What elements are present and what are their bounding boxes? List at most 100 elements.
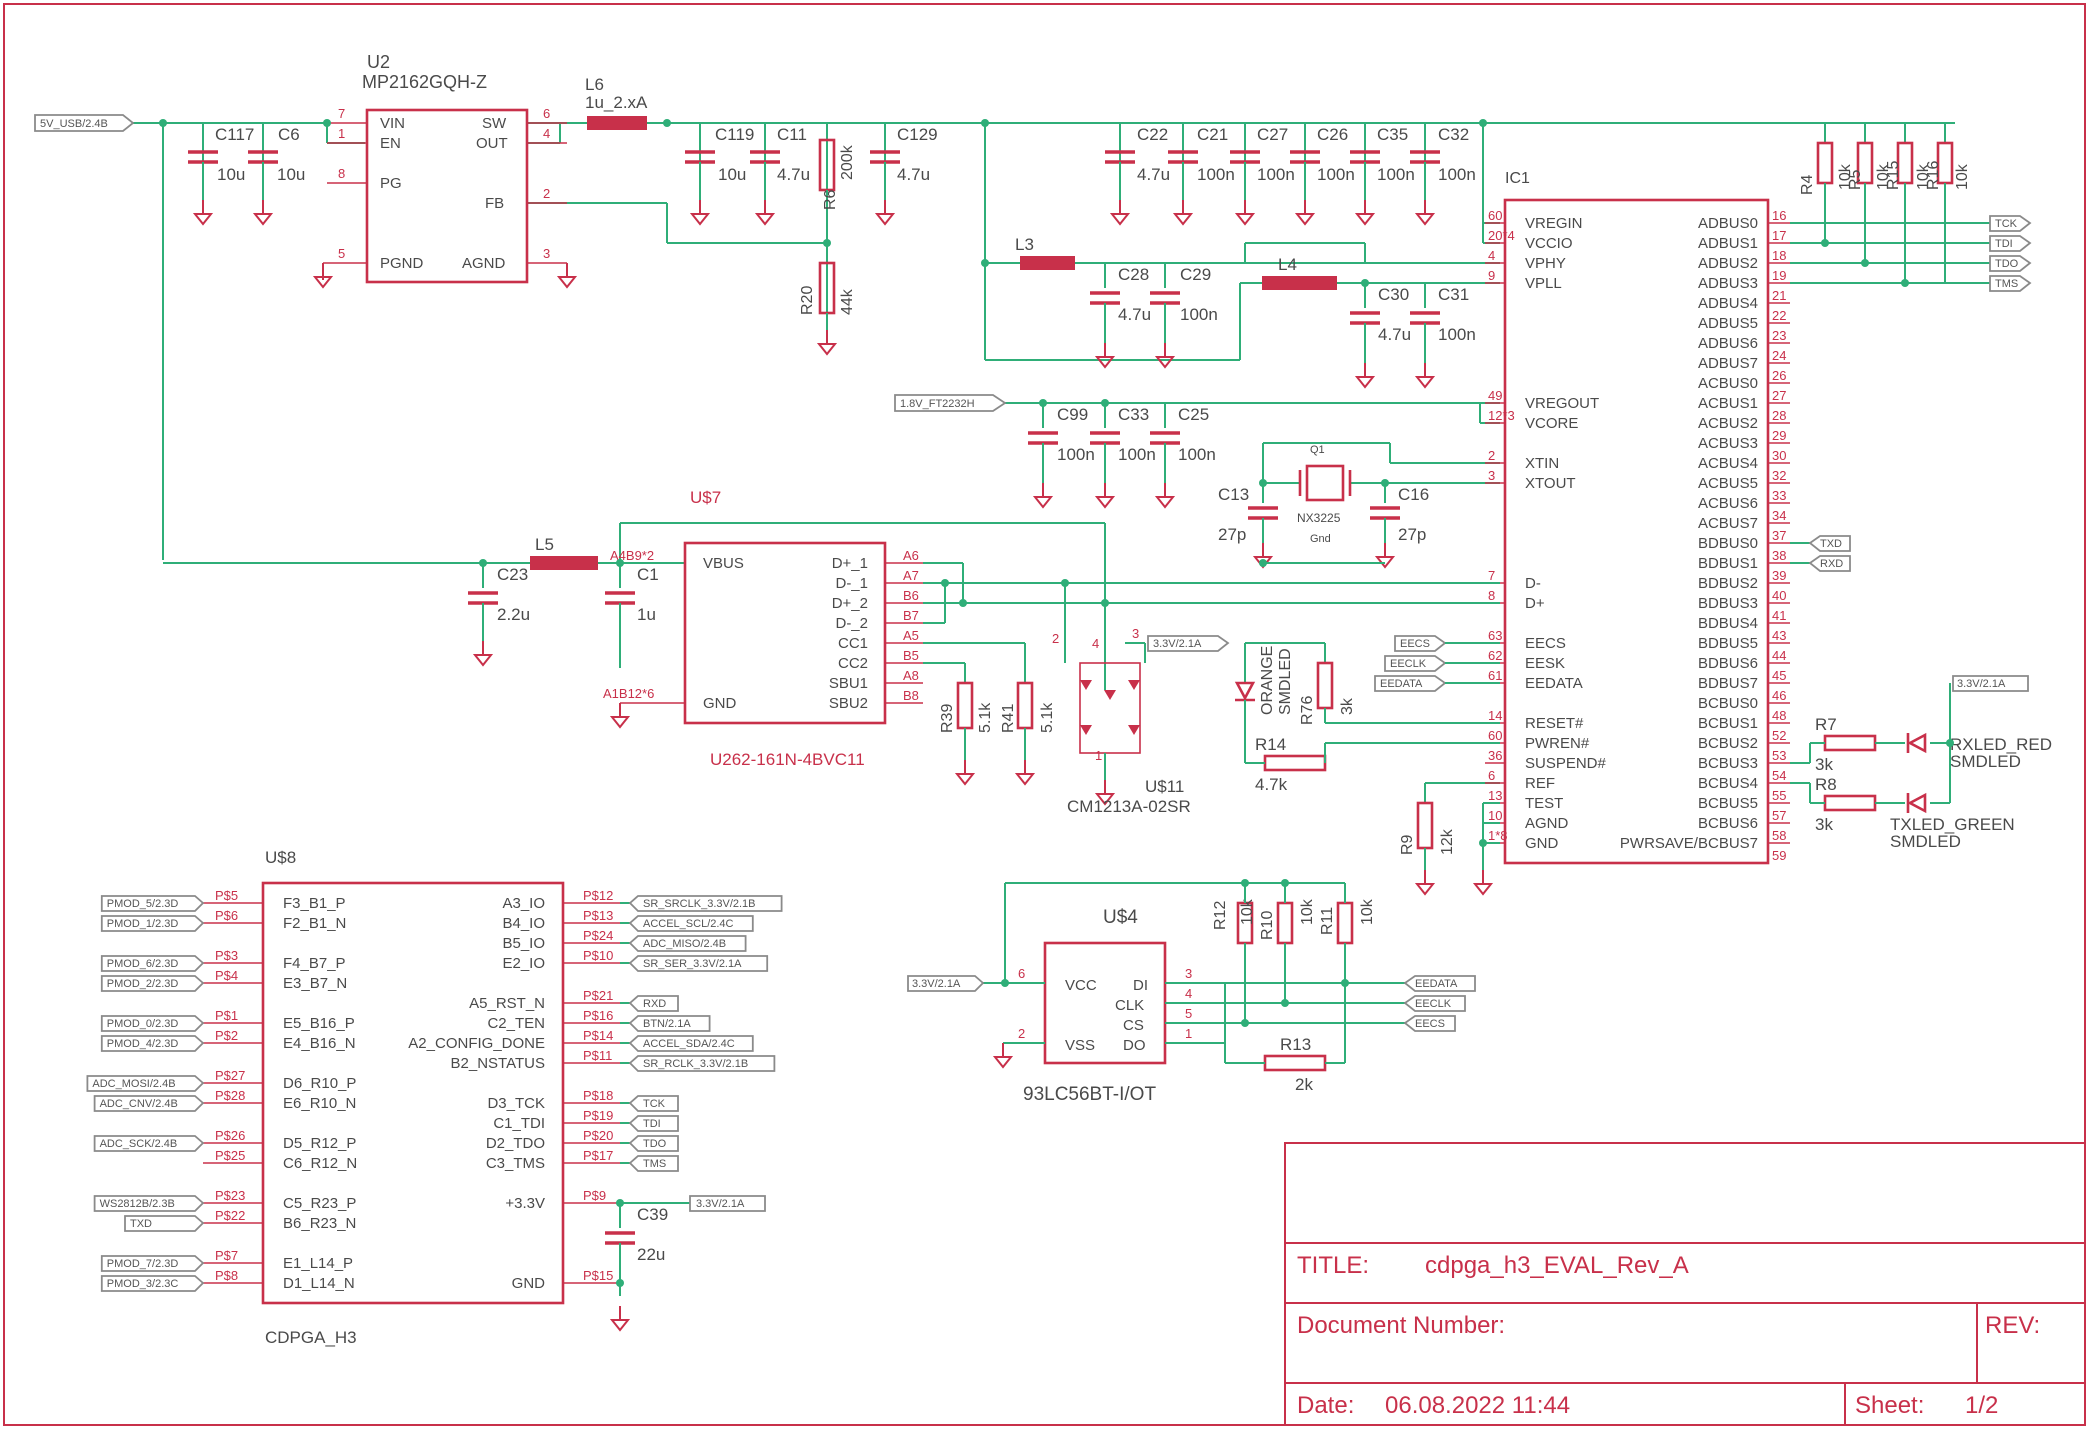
- ic1-bus-label: ACBUS0: [1698, 375, 1758, 392]
- svg-text:3: 3: [1132, 626, 1139, 641]
- svg-text:2.2u: 2.2u: [497, 605, 530, 624]
- u8-left-num: P$1: [215, 1008, 238, 1023]
- rev-label: REV:: [1985, 1312, 2040, 1339]
- ic1-bus-number: 38: [1772, 548, 1786, 563]
- svg-text:TDO: TDO: [1995, 258, 2019, 270]
- ic1-bus-number: 37: [1772, 528, 1786, 543]
- ic1-pin-label: VCCIO: [1525, 235, 1573, 252]
- u8-left-num: P$27: [215, 1068, 245, 1083]
- net-flag-label: TDO: [643, 1138, 667, 1150]
- svg-text:RXLED_RED: RXLED_RED: [1950, 735, 2052, 754]
- u8-right-num: P$13: [583, 908, 613, 923]
- net-flag-label: ADC_SCK/2.4B: [100, 1138, 178, 1150]
- svg-text:4: 4: [1092, 636, 1099, 651]
- svg-text:SMDLED: SMDLED: [1890, 832, 1961, 851]
- ic1-bus-label: BDBUS7: [1698, 675, 1758, 692]
- u8-right-pin: C3_TMS: [486, 1155, 545, 1172]
- ic1-bus-number: 18: [1772, 248, 1786, 263]
- svg-text:L5: L5: [535, 535, 554, 554]
- ic1-pin-number: 6: [1488, 768, 1495, 783]
- ic1-bus-number: 46: [1772, 688, 1786, 703]
- ic1-pin-label: D+: [1525, 595, 1545, 612]
- net-flag-label: PMOD_0/2.3D: [107, 1018, 179, 1030]
- u8-right-num: P$24: [583, 928, 613, 943]
- ic1-bus-label: BDBUS0: [1698, 535, 1758, 552]
- u8-right-num: P$19: [583, 1108, 613, 1123]
- svg-text:10u: 10u: [718, 165, 746, 184]
- net-flag: [628, 1035, 754, 1052]
- net-flag-label: TCK: [643, 1098, 666, 1110]
- u7-pin-label: D-_1: [835, 575, 868, 592]
- u8-left-num: P$22: [215, 1208, 245, 1223]
- ic1-pin-label: XTOUT: [1525, 475, 1576, 492]
- u8-left-pin: E6_R10_N: [283, 1095, 356, 1112]
- svg-text:Gnd: Gnd: [1310, 533, 1331, 545]
- net-flag-label: SR_SRCLK_3.3V/2.1B: [643, 898, 756, 910]
- net-flag: [628, 1095, 679, 1112]
- net-flag: [100, 1035, 205, 1052]
- ic1-bus-number: 29: [1772, 428, 1786, 443]
- ic1-pin-number: 36: [1488, 748, 1502, 763]
- ic1-bus-number: 34: [1772, 508, 1786, 523]
- ic1-bus-number: 55: [1772, 788, 1786, 803]
- svg-text:4: 4: [543, 126, 550, 141]
- crystal-q1: Q1 NX3225 Gnd: [1262, 442, 1500, 564]
- svg-text:AGND: AGND: [462, 255, 506, 272]
- ic1-pin-label: VPHY: [1525, 255, 1566, 272]
- ic1-bus-label: ACBUS5: [1698, 475, 1758, 492]
- u8-left-num: P$28: [215, 1088, 245, 1103]
- u8-left-num: P$2: [215, 1028, 238, 1043]
- svg-text:2: 2: [543, 186, 550, 201]
- ic1-bus-number: 27: [1772, 388, 1786, 403]
- net-flag-label: RXD: [643, 998, 666, 1010]
- svg-text:R20: R20: [799, 286, 816, 315]
- ic1-bus-number: 40: [1772, 588, 1786, 603]
- svg-text:TMS: TMS: [1995, 278, 2018, 290]
- ic1-bus-label: ADBUS2: [1698, 255, 1758, 272]
- u7-pin-label: D-_2: [835, 615, 868, 632]
- net-flag: [628, 895, 783, 912]
- u8-left-num: P$23: [215, 1188, 245, 1203]
- u8-left-pin: C6_R12_N: [283, 1155, 357, 1172]
- ic1-bus-number: 45: [1772, 668, 1786, 683]
- svg-text:10k: 10k: [1915, 163, 1932, 190]
- u8-right-num: P$15: [583, 1268, 613, 1283]
- svg-text:6: 6: [1018, 966, 1025, 981]
- svg-text:SMDLED: SMDLED: [1950, 752, 2021, 771]
- u8-right-num: P$20: [583, 1128, 613, 1143]
- svg-text:22u: 22u: [637, 1245, 665, 1264]
- svg-text:SW: SW: [482, 115, 507, 132]
- u2-ref: U2: [367, 52, 390, 72]
- svg-text:U$7: U$7: [690, 488, 721, 507]
- ic1-bus-label: BDBUS6: [1698, 655, 1758, 672]
- u7-pin-number: B8: [903, 688, 919, 703]
- svg-text:C27: C27: [1257, 125, 1288, 144]
- net-flag-label: TMS: [643, 1158, 666, 1170]
- svg-text:C28: C28: [1118, 265, 1149, 284]
- svg-text:C26: C26: [1317, 125, 1348, 144]
- svg-text:R16: R16: [1925, 161, 1942, 190]
- u8-left-pin: E4_B16_N: [283, 1035, 356, 1052]
- u8-right-pin: A3_IO: [502, 895, 545, 912]
- svg-text:TXLED_GREEN: TXLED_GREEN: [1890, 815, 2015, 834]
- net-flag: [628, 1135, 679, 1152]
- svg-text:2: 2: [1018, 1026, 1025, 1041]
- u7-pin-label: CC2: [838, 655, 868, 672]
- svg-text:U$11: U$11: [1145, 777, 1184, 796]
- u8-left-pin: D5_R12_P: [283, 1135, 356, 1152]
- svg-text:OUT: OUT: [476, 135, 508, 152]
- ic1-bus-label: PWRSAVE/BCBUS7: [1620, 835, 1758, 852]
- svg-text:6: 6: [543, 106, 550, 121]
- ic1-bus-label: ACBUS3: [1698, 435, 1758, 452]
- ic1-bus-number: 43: [1772, 628, 1786, 643]
- ic1-bus-label: BCBUS1: [1698, 715, 1758, 732]
- u8-right-num: P$16: [583, 1008, 613, 1023]
- svg-text:3: 3: [1185, 966, 1192, 981]
- svg-text:R4: R4: [1799, 174, 1816, 195]
- svg-text:VBUS: VBUS: [703, 555, 744, 572]
- ic1-bus-number: 54: [1772, 768, 1786, 783]
- svg-text:5: 5: [338, 246, 345, 261]
- svg-text:C30: C30: [1378, 285, 1409, 304]
- svg-text:C31: C31: [1438, 285, 1469, 304]
- ic1-pin-label: EESK: [1525, 655, 1565, 672]
